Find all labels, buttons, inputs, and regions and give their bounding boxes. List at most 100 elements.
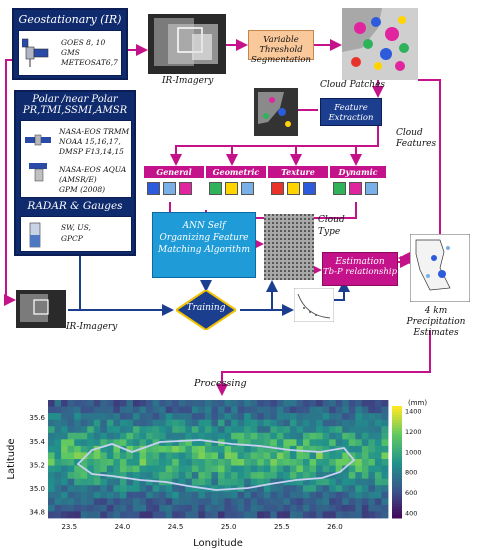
heatmap-cell xyxy=(348,452,356,460)
polar-item-1: NASA-EOS TRMM xyxy=(59,127,130,136)
heatmap-cell xyxy=(204,452,212,460)
heatmap-cell xyxy=(165,419,173,427)
heatmap-cell xyxy=(139,511,147,519)
heatmap-cell xyxy=(257,439,265,447)
y-tick-label: 35.6 xyxy=(29,414,45,422)
heatmap-cell xyxy=(61,439,69,447)
heatmap-cell xyxy=(87,491,95,499)
heatmap-cell xyxy=(296,413,304,421)
heatmap-cell xyxy=(159,485,167,493)
satellite-icon xyxy=(22,38,49,67)
heatmap-cell xyxy=(231,478,239,486)
heatmap-cell xyxy=(289,459,297,466)
heatmap-cell xyxy=(204,406,212,414)
heatmap-cell xyxy=(329,491,337,499)
heatmap-cell xyxy=(231,491,239,499)
colorbar-segment xyxy=(392,462,402,466)
heatmap-cell xyxy=(54,445,62,453)
heatmap-cell xyxy=(80,439,88,447)
heatmap-cell xyxy=(106,432,114,440)
radar-item-1: SW, US, xyxy=(61,223,91,232)
heatmap-cell xyxy=(106,445,114,453)
heatmap-cell xyxy=(276,459,284,466)
heatmap-cell xyxy=(48,452,55,460)
heatmap-cell xyxy=(126,432,134,440)
heatmap-cell xyxy=(211,406,219,414)
heatmap-cell xyxy=(126,459,134,466)
heatmap-cell xyxy=(368,439,376,447)
heatmap-cell xyxy=(316,478,324,486)
heatmap-cell xyxy=(322,472,330,480)
heatmap-cell xyxy=(139,472,147,480)
heatmap-cell xyxy=(283,419,291,427)
heatmap-cell xyxy=(119,504,127,512)
heatmap-cell xyxy=(316,491,324,499)
heatmap-cell xyxy=(237,432,245,440)
heatmap-cell xyxy=(126,413,134,421)
heatmap-cell xyxy=(165,459,173,466)
heatmap-cell xyxy=(231,419,239,427)
heatmap-cell xyxy=(198,413,206,421)
precip-map-image xyxy=(410,234,470,302)
heatmap-cell xyxy=(361,400,369,407)
heatmap-cell xyxy=(198,511,206,519)
heatmap-cell xyxy=(191,406,199,414)
heatmap-cell xyxy=(348,485,356,493)
heatmap-cell xyxy=(381,498,389,506)
heatmap-cell xyxy=(309,498,317,506)
heatmap-cell xyxy=(87,445,95,453)
heatmap-cell xyxy=(335,459,343,466)
heatmap-cell xyxy=(191,472,199,480)
heatmap-cell xyxy=(257,491,265,499)
heatmap-cell xyxy=(316,498,324,506)
heatmap-cell xyxy=(204,432,212,440)
heatmap-cell xyxy=(159,445,167,453)
heatmap-cell xyxy=(309,439,317,447)
heatmap-cell xyxy=(74,445,82,453)
heatmap-cell xyxy=(126,465,134,473)
heatmap-cell xyxy=(139,465,147,473)
heatmap-cell xyxy=(106,406,114,414)
heatmap-cell xyxy=(119,498,127,506)
heatmap-cell xyxy=(244,504,252,512)
heatmap-cell xyxy=(263,452,271,460)
colorbar-segment xyxy=(392,512,402,516)
heatmap-cell xyxy=(224,498,232,506)
heatmap-cell xyxy=(270,491,278,499)
heatmap-cell xyxy=(93,465,101,473)
heatmap-cell xyxy=(283,452,291,460)
heatmap-cell xyxy=(244,439,252,447)
heatmap-cell xyxy=(342,419,350,427)
y-tick-label: 35.0 xyxy=(29,485,45,493)
polar-item-6: GPM (2008) xyxy=(59,185,106,194)
heatmap-cell xyxy=(361,498,369,506)
heatmap-cell xyxy=(224,472,232,480)
heatmap-cell xyxy=(146,426,154,434)
heatmap-cell xyxy=(198,498,206,506)
heatmap-cell xyxy=(316,504,324,512)
heatmap-cell xyxy=(106,400,114,407)
heatmap-cell xyxy=(342,432,350,440)
ir-imagery-bottom-label: IR-Imagery xyxy=(66,322,118,332)
heatmap-cell xyxy=(211,504,219,512)
heatmap-cell xyxy=(250,511,258,519)
heatmap-cell xyxy=(244,426,252,434)
heatmap-cell xyxy=(139,400,147,407)
heatmap-cell xyxy=(231,406,239,414)
heatmap-cell xyxy=(224,491,232,499)
heatmap-cell xyxy=(335,504,343,512)
heatmap-cell xyxy=(289,465,297,473)
heatmap-cell xyxy=(165,485,173,493)
heatmap-cell xyxy=(146,413,154,421)
heatmap-cell xyxy=(119,439,127,447)
heatmap-cell xyxy=(329,498,337,506)
heatmap-cell xyxy=(48,419,55,427)
heatmap-cell xyxy=(133,491,140,499)
heatmap-cell xyxy=(48,491,55,499)
heatmap-cell xyxy=(270,459,278,466)
colorbar-segment xyxy=(392,473,402,477)
heatmap-cell xyxy=(139,478,147,486)
heatmap-cell xyxy=(335,419,343,427)
heatmap-cell xyxy=(146,504,154,512)
heatmap-cell xyxy=(296,419,304,427)
